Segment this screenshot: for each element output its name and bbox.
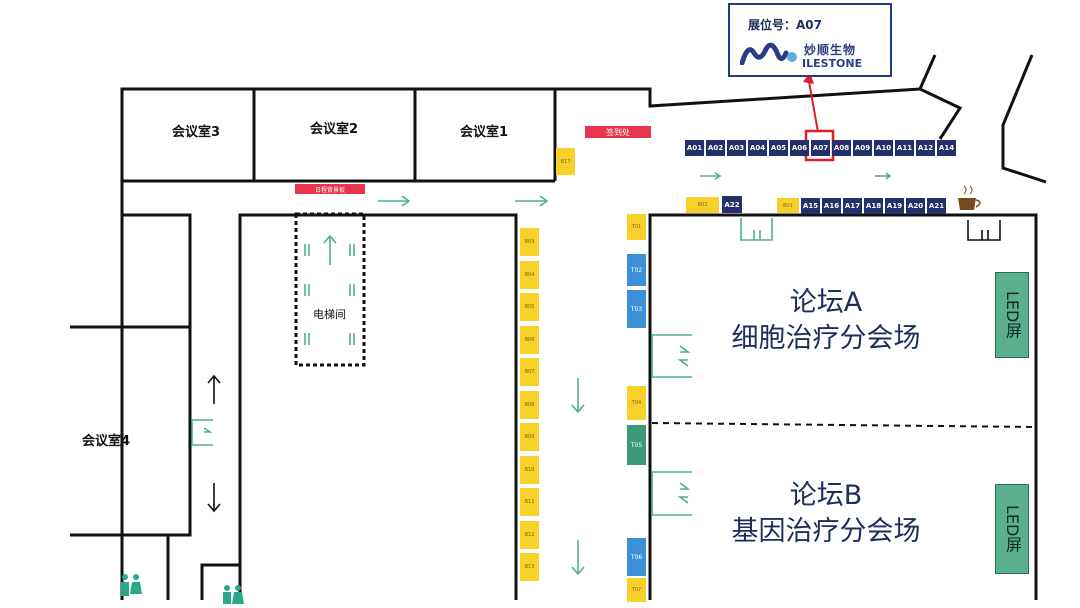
booth-t07[interactable]: T07 — [627, 578, 646, 602]
door-icon — [349, 333, 355, 345]
brand-chinese-name: 妙顺生物 — [804, 43, 857, 57]
forum-b-label: 论坛B 基因治疗分会场 — [706, 478, 946, 550]
forum-b-title: 论坛B — [789, 480, 863, 511]
booth-b07[interactable]: B07 — [520, 358, 539, 386]
booth-a10[interactable]: A10 — [874, 140, 893, 156]
booth-a12[interactable]: A12 — [916, 140, 935, 156]
booth-b04[interactable]: B04 — [520, 260, 539, 289]
brand-english-name: ILESTONE — [802, 57, 863, 70]
arrow-icon — [515, 195, 549, 207]
meeting-room-4: 会议室4 — [82, 434, 131, 449]
booth-t04[interactable]: T04 — [627, 386, 646, 420]
booth-b05[interactable]: B05 — [520, 293, 539, 321]
booth-t02[interactable]: T02 — [627, 254, 646, 286]
door-icon — [304, 333, 310, 345]
meeting-room-1: 会议室1 — [460, 125, 509, 140]
registration-desk: 签到处 — [585, 126, 651, 138]
door-icon — [304, 284, 310, 296]
booth-a17[interactable]: A17 — [843, 198, 862, 214]
arrow-icon — [207, 374, 221, 404]
booth-b13[interactable]: B13 — [520, 553, 539, 581]
forum-a-subtitle: 细胞治疗分会场 — [731, 323, 921, 354]
arrow-icon — [207, 483, 221, 513]
arrow-icon — [323, 234, 337, 265]
door-icon — [740, 218, 773, 241]
booth-b09[interactable]: B09 — [520, 423, 539, 451]
booth-callout: 展位号：A07 妙顺生物 ILESTONE — [728, 3, 892, 77]
booth-a05[interactable]: A05 — [769, 140, 788, 156]
forum-a-title: 论坛A — [789, 287, 863, 318]
arrow-icon — [571, 540, 585, 576]
booth-b06[interactable]: B06 — [520, 325, 539, 354]
booth-a11[interactable]: A11 — [895, 140, 914, 156]
booth-a18[interactable]: A18 — [864, 198, 883, 214]
arrow-icon — [700, 172, 722, 180]
door-icon — [651, 334, 692, 378]
booth-a20[interactable]: A20 — [906, 198, 925, 214]
meeting-room-3: 会议室3 — [172, 125, 221, 140]
arrow-icon — [571, 378, 585, 414]
booth-t06[interactable]: T06 — [627, 538, 646, 576]
restroom-icon — [121, 574, 142, 596]
company-logo-icon — [740, 42, 797, 65]
booth-a22[interactable]: A22 — [722, 196, 742, 213]
booth-a19[interactable]: A19 — [885, 198, 904, 214]
booth-b17[interactable]: B17 — [556, 148, 575, 175]
door-icon — [651, 471, 692, 516]
booth-b08[interactable]: B08 — [520, 390, 539, 419]
led-screen-a: LED屏 — [995, 272, 1029, 358]
schedule-backdrop: 日程背景板 — [295, 184, 365, 194]
coffee-icon — [958, 185, 981, 210]
forum-a-label: 论坛A 细胞治疗分会场 — [706, 285, 946, 357]
booth-t01[interactable]: T01 — [627, 214, 646, 240]
booth-b03[interactable]: B03 — [520, 228, 539, 256]
booth-a09[interactable]: A09 — [853, 140, 872, 156]
door-icon — [304, 244, 310, 256]
booth-a01[interactable]: A01 — [685, 140, 704, 156]
booth-t05[interactable]: T05 — [627, 425, 646, 465]
booth-b01[interactable]: B01 — [777, 198, 799, 213]
booth-a07[interactable]: A07 — [811, 140, 830, 156]
door-icon — [967, 220, 1001, 241]
booth-a02[interactable]: A02 — [706, 140, 725, 156]
booth-a16[interactable]: A16 — [822, 198, 841, 214]
meeting-room-2: 会议室2 — [310, 122, 359, 137]
booth-b10[interactable]: B10 — [520, 455, 539, 484]
booth-b12[interactable]: B12 — [520, 520, 539, 549]
booth-b02[interactable]: B02 — [686, 197, 719, 213]
arrow-icon — [378, 195, 411, 207]
booth-a15[interactable]: A15 — [801, 198, 820, 214]
booth-a06[interactable]: A06 — [790, 140, 809, 156]
booth-a04[interactable]: A04 — [748, 140, 767, 156]
booth-a08[interactable]: A08 — [832, 140, 851, 156]
booth-a03[interactable]: A03 — [727, 140, 746, 156]
door-icon — [349, 244, 355, 256]
forum-b-subtitle: 基因治疗分会场 — [731, 516, 921, 547]
door-icon — [349, 284, 355, 296]
booth-t03[interactable]: T03 — [627, 290, 646, 328]
elevator-room: 电梯间 — [313, 308, 346, 321]
booth-a14[interactable]: A14 — [937, 140, 956, 156]
booth-b11[interactable]: B11 — [520, 488, 539, 516]
door-icon — [191, 419, 213, 446]
restroom-icon — [223, 585, 244, 604]
booth-number-label: 展位号：A07 — [748, 18, 822, 32]
arrow-icon — [875, 172, 892, 180]
booth-a21[interactable]: A21 — [927, 198, 946, 214]
led-screen-b: LED屏 — [995, 484, 1029, 574]
